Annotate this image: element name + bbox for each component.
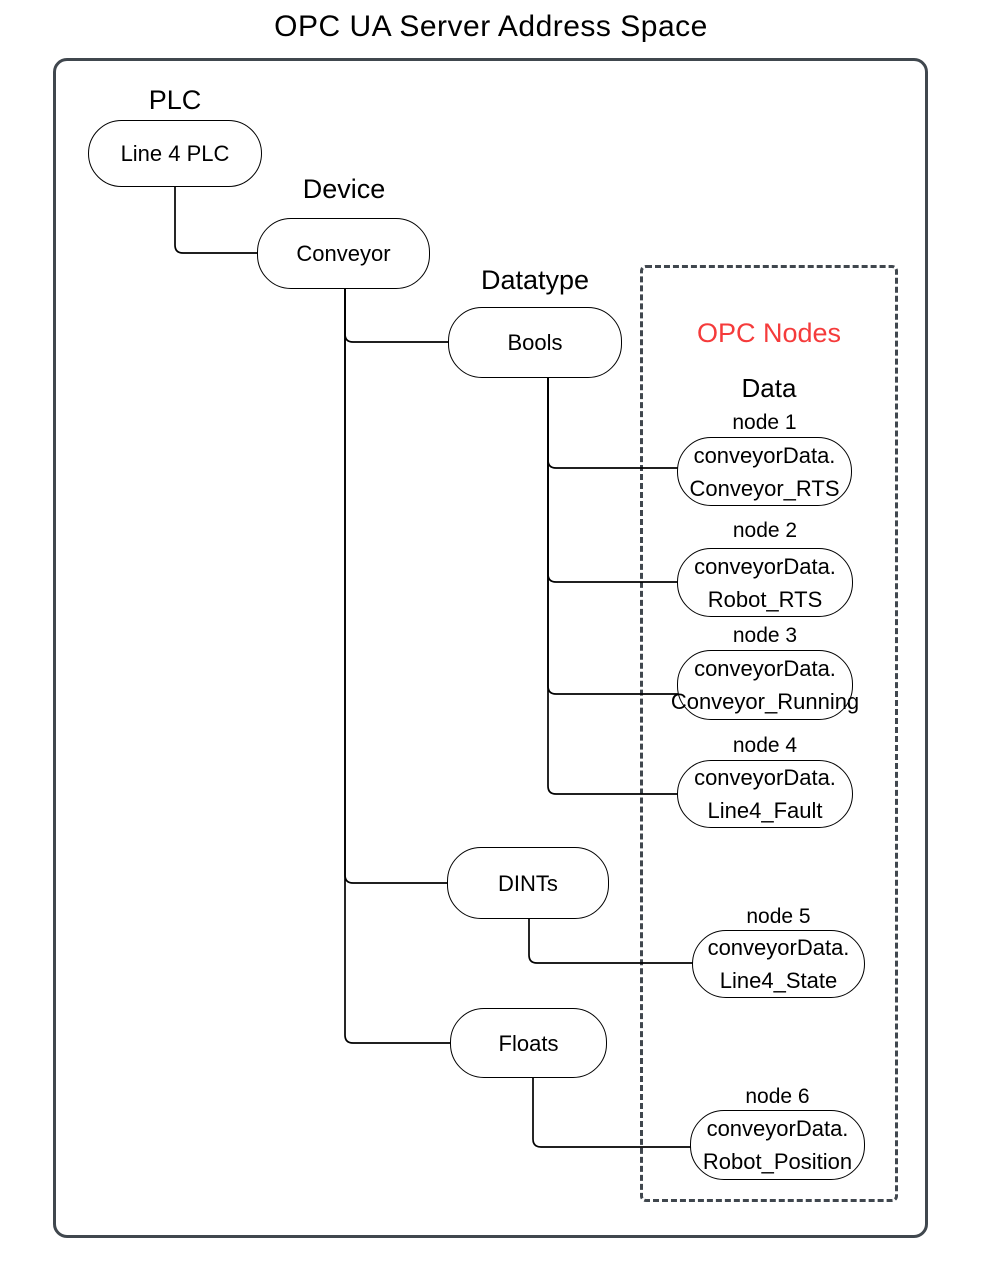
conveyor-node-text: Conveyor (296, 241, 391, 266)
floats-node-bubble: Floats (450, 1008, 607, 1078)
node-5-bubble: conveyorData. Line4_State (692, 930, 865, 998)
plc-group-label: PLC (148, 85, 202, 115)
node-3-line1: conveyorData. (694, 656, 836, 681)
node-5-line2: Line4_State (719, 968, 838, 993)
node-1-label: node 1 (732, 411, 797, 434)
node-2-line2: Robot_RTS (707, 586, 823, 612)
address-space-frame (53, 58, 928, 1238)
conveyor-node-bubble: Conveyor (257, 218, 430, 289)
datatype-group-label: Datatype (480, 265, 590, 295)
node-3-line2: Conveyor_Running (670, 689, 860, 714)
node-5-line1: conveyorData. (707, 935, 850, 960)
bools-node-bubble: Bools (448, 307, 622, 378)
node-1-line1: conveyorData. (693, 442, 836, 468)
node-4-label: node 4 (732, 734, 798, 757)
plc-node-bubble: Line 4 PLC (88, 120, 262, 187)
bools-node-text: Bools (507, 330, 563, 355)
device-group-label: Device (302, 174, 386, 204)
node-4-line2: Line4_Fault (707, 798, 823, 823)
dints-node-bubble: DINTs (447, 847, 609, 919)
diagram-title: OPC UA Server Address Space (274, 10, 708, 43)
node-6-bubble: conveyorData. Robot_Position (690, 1110, 865, 1180)
plc-node-text: Line 4 PLC (120, 141, 230, 166)
floats-node-text: Floats (498, 1030, 559, 1056)
node-6-line2: Robot_Position (702, 1149, 853, 1174)
dints-node-text: DINTs (498, 870, 558, 896)
node-2-bubble: conveyorData. Robot_RTS (677, 548, 853, 617)
node-6-label: node 6 (745, 1085, 810, 1108)
opc-nodes-title: OPC Nodes (696, 318, 842, 348)
node-5-label: node 5 (746, 905, 811, 928)
node-1-bubble: conveyorData. Conveyor_RTS (677, 437, 852, 506)
node-3-bubble: conveyorData. Conveyor_Running (671, 650, 859, 720)
node-1-line2: Conveyor_RTS (689, 475, 840, 501)
node-2-label: node 2 (732, 519, 798, 542)
node-4-bubble: conveyorData. Line4_Fault (677, 760, 853, 828)
node-2-line1: conveyorData. (694, 553, 836, 579)
node-6-line1: conveyorData. (706, 1116, 849, 1141)
node-4-line1: conveyorData. (694, 765, 836, 790)
data-group-label: Data (741, 373, 797, 403)
node-3-label: node 3 (732, 624, 798, 647)
